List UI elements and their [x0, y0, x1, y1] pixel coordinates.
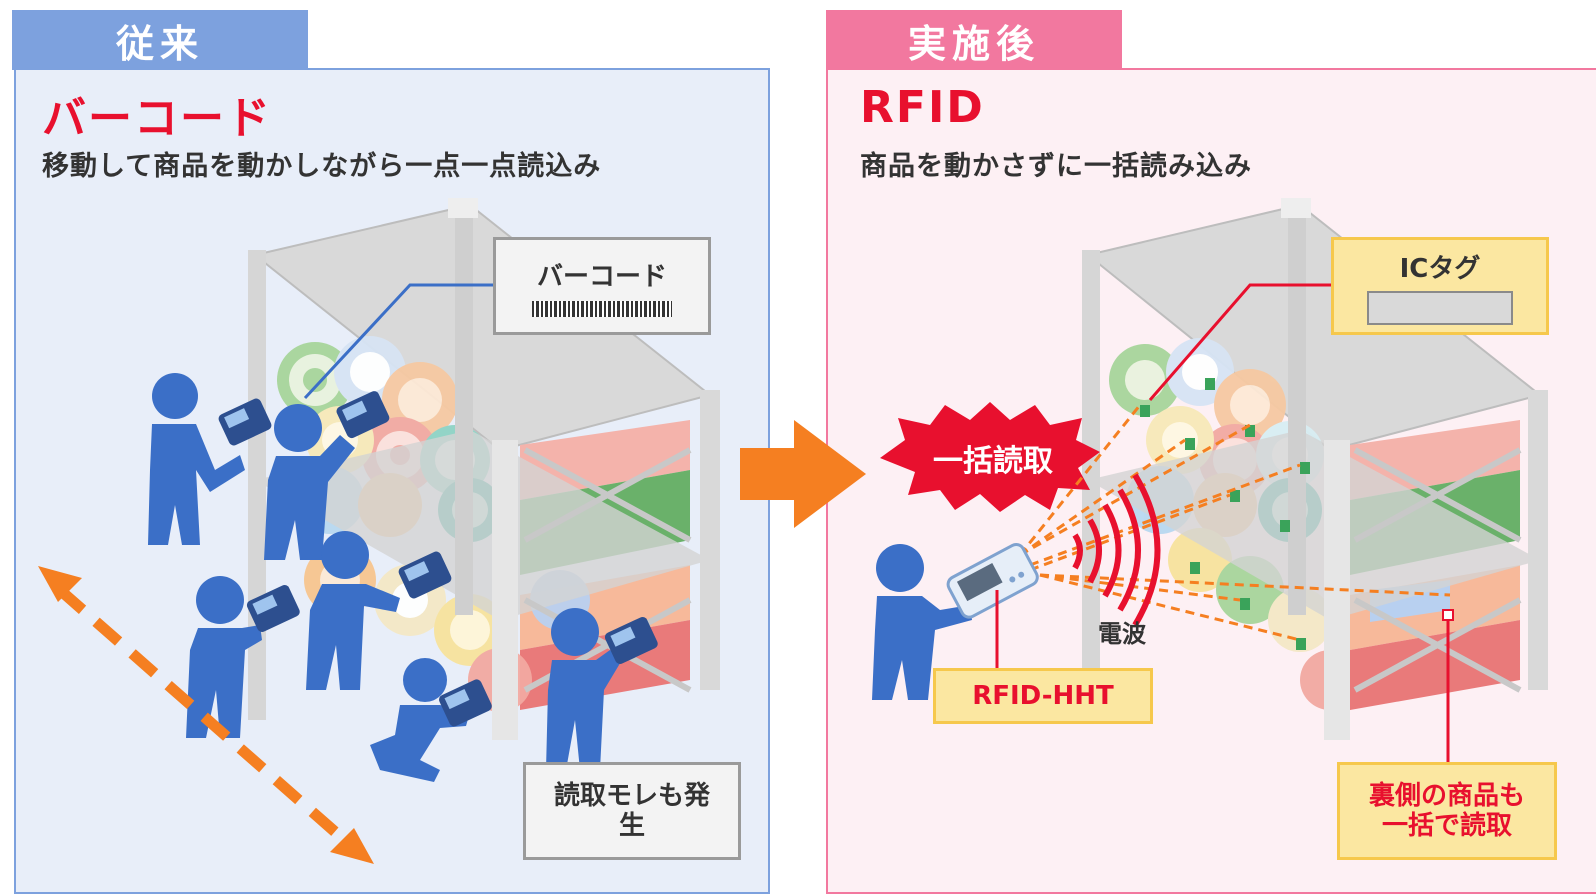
barcode-callout: バーコード	[493, 237, 711, 335]
right-subtitle: 商品を動かさずに一括読み込み	[860, 151, 1252, 182]
person-icon	[546, 608, 622, 770]
device-label: RFID-HHT	[972, 681, 1114, 711]
barcode-icon	[532, 300, 672, 317]
person-icon	[306, 531, 400, 690]
person-icon	[370, 658, 470, 782]
left-heading: バーコード	[42, 93, 272, 144]
right-shelf	[1082, 198, 1548, 740]
person-icon	[148, 373, 245, 545]
right-heading: RFID	[860, 82, 985, 133]
left-subtitle: 移動して商品を動かしながら一点一点読込み	[42, 151, 602, 182]
ic-tag-callout: ICタグ	[1331, 237, 1549, 335]
read-lines	[1018, 404, 1451, 642]
ic-tag-pointer-line	[1148, 283, 1336, 401]
barcode-pointer-line	[303, 283, 495, 400]
wave-label: 電波	[1098, 620, 1146, 648]
ic-tag-icon	[1367, 290, 1513, 325]
burst-label: 一括読取	[933, 444, 1053, 479]
person-icon	[264, 404, 355, 560]
right-tab: 実施後	[826, 10, 1122, 70]
movement-arrow	[38, 566, 374, 864]
person-icon	[186, 576, 262, 738]
back-note-callout: 裏側の商品も一括で読取	[1337, 762, 1557, 860]
miss-note-callout: 読取モレも発生	[523, 762, 741, 860]
ic-tag-icon	[1140, 378, 1310, 650]
handheld-scanner-icon	[218, 391, 658, 727]
ic-tag-label: ICタグ	[1399, 253, 1481, 284]
miss-note: 読取モレも発生	[554, 781, 711, 841]
handheld-scanner-icon	[946, 543, 1039, 619]
back-note: 裏側の商品も一括で読取	[1368, 781, 1525, 841]
device-callout: RFID-HHT	[933, 668, 1153, 724]
person-icon	[872, 544, 972, 700]
left-tab: 従来	[12, 10, 308, 70]
transition-arrow	[740, 420, 866, 528]
radio-wave-icon	[1072, 473, 1161, 627]
burst-shape	[880, 402, 1100, 512]
barcode-label: バーコード	[536, 261, 667, 292]
